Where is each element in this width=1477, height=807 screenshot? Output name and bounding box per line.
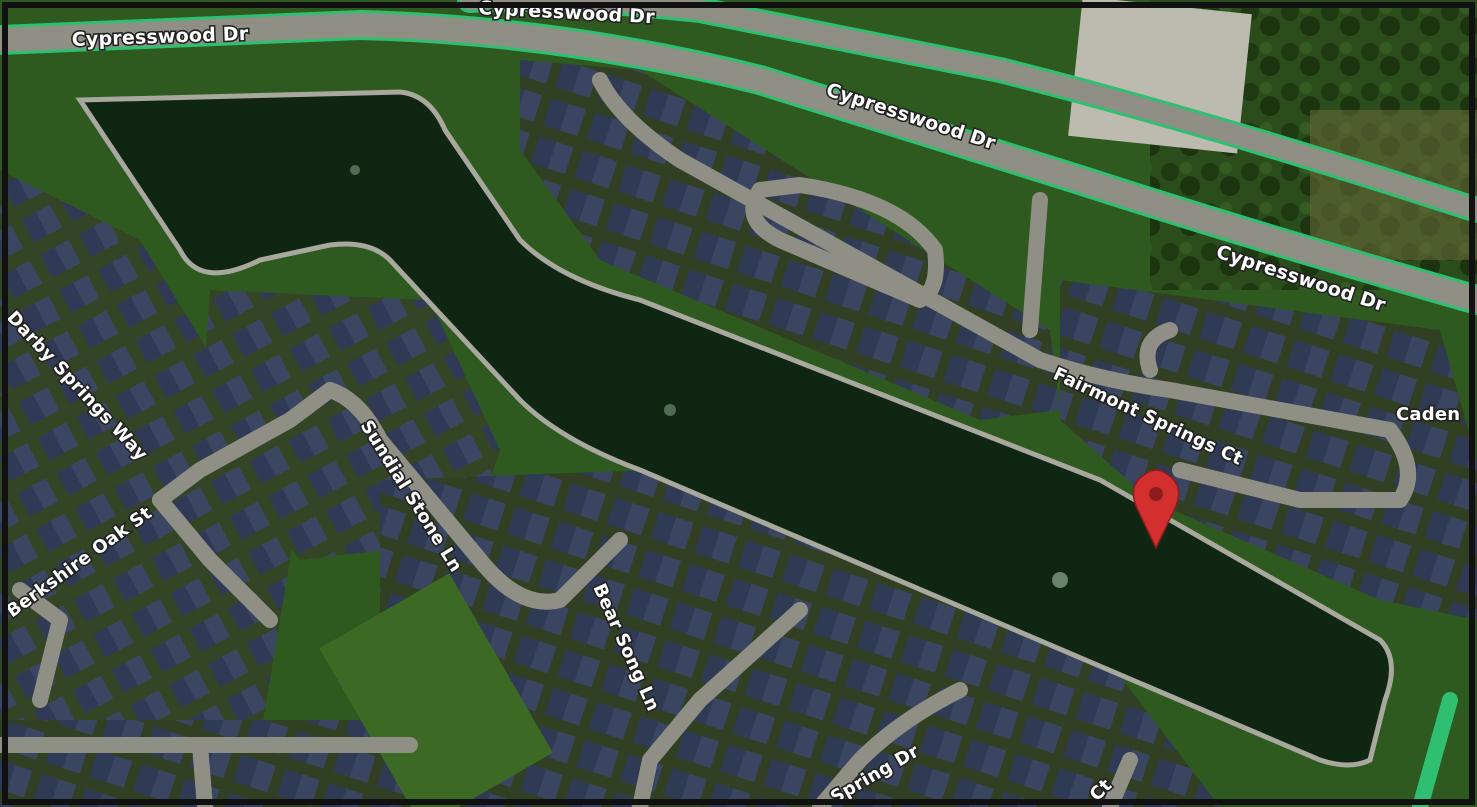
houses-south: [380, 470, 1220, 807]
fountain: [664, 404, 676, 416]
greenbelt-strip: [319, 573, 553, 807]
fountain: [350, 165, 360, 175]
fountain: [1052, 572, 1068, 588]
road-label-caden: Caden: [1396, 404, 1460, 425]
map-pin-icon[interactable]: [1132, 469, 1180, 550]
houses-east-row: [1060, 280, 1477, 620]
local-roads: [0, 72, 1416, 807]
houses-west: [0, 170, 300, 807]
lake: [75, 89, 1394, 768]
